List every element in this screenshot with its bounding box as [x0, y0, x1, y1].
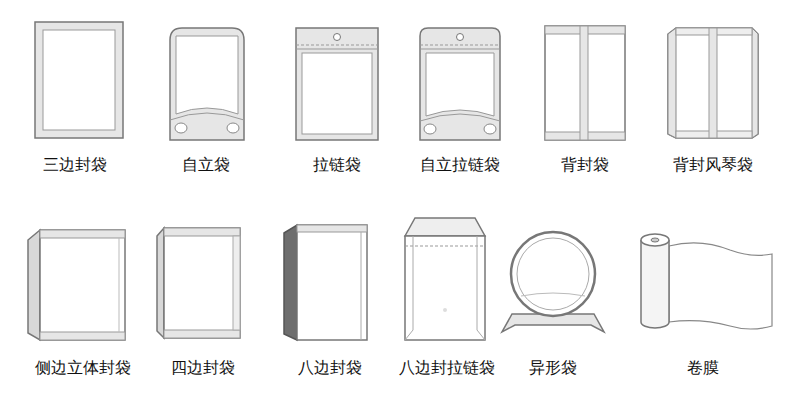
- bag-type-label: 背封风琴袋: [673, 155, 753, 174]
- shaped-bag: [502, 232, 604, 332]
- stand-up-zipper-bag: [420, 28, 500, 140]
- back-seal-bag: [545, 26, 625, 140]
- three-side-seal-bag: [35, 22, 123, 138]
- stand-up-bag: [170, 28, 244, 140]
- zipper-bag: [296, 28, 378, 140]
- bag-type-label: 四边封袋: [171, 358, 235, 377]
- bag-type-label: 拉链袋: [313, 155, 361, 174]
- bag-type-label: 八边封拉链袋: [399, 358, 495, 377]
- bag-type-label: 异形袋: [529, 358, 577, 377]
- bag-type-label: 背封袋: [561, 155, 609, 174]
- bag-type-label: 三边封袋: [43, 155, 107, 174]
- bag-type-label: 自立拉链袋: [420, 155, 500, 174]
- bag-type-label: 卷膜: [687, 358, 719, 377]
- side-gusset-bag: [28, 230, 125, 340]
- bag-type-label: 八边封袋: [298, 358, 362, 377]
- eight-side-zipper-bag: [405, 218, 485, 340]
- bag-type-label: 自立袋: [182, 155, 230, 174]
- eight-side-seal-bag: [284, 225, 367, 340]
- back-seal-gusset-bag: [668, 28, 758, 138]
- roll-film: [641, 234, 772, 329]
- bag-type-label: 侧边立体封袋: [35, 358, 131, 377]
- four-side-seal-bag: [157, 228, 240, 338]
